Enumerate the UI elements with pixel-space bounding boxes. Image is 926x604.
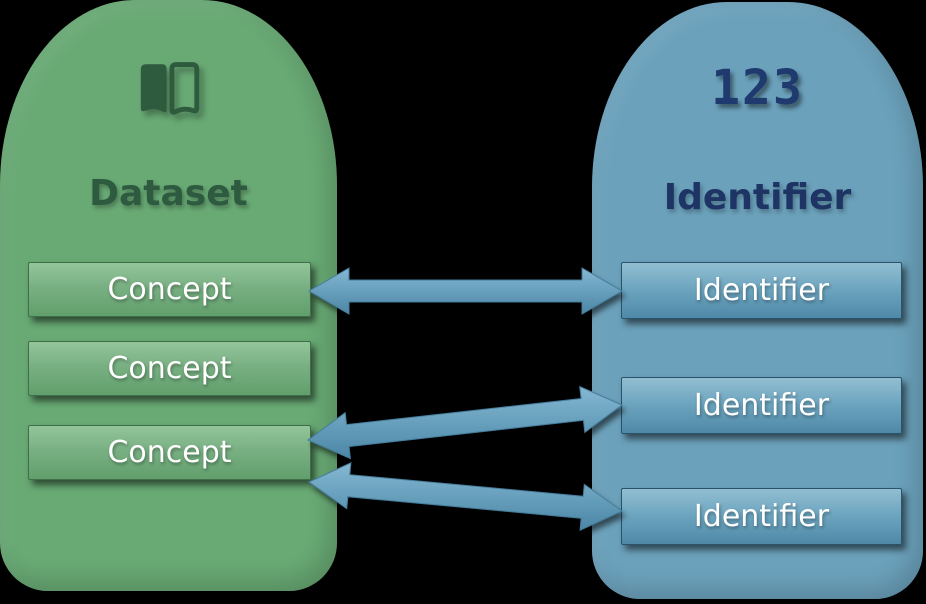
identifier-box-2: Identifier [621,377,902,434]
concept-box-3: Concept [28,425,311,480]
concept-box-1-label: Concept [107,272,232,307]
identifier-box-1: Identifier [621,262,902,319]
open-book-icon [140,62,199,115]
numbers-123-icon: 123 [711,60,804,116]
identifier-box-1-label: Identifier [693,273,830,308]
concept-box-2-label: Concept [107,351,232,386]
identifier-box-3: Identifier [621,488,902,545]
mapping-arrow-concept3-identifier3 [308,461,623,532]
concept-box-2: Concept [28,341,311,396]
mapping-arrow-concept3-identifier2 [307,385,623,460]
concept-box-3-label: Concept [107,435,232,470]
dataset-panel-title: Dataset [89,173,248,214]
identifier-panel-title: Identifier [663,177,852,218]
mapping-arrow-concept1-identifier1 [307,267,624,315]
identifier-box-3-label: Identifier [693,499,830,534]
identifier-box-2-label: Identifier [693,388,830,423]
concept-box-1: Concept [28,262,311,317]
